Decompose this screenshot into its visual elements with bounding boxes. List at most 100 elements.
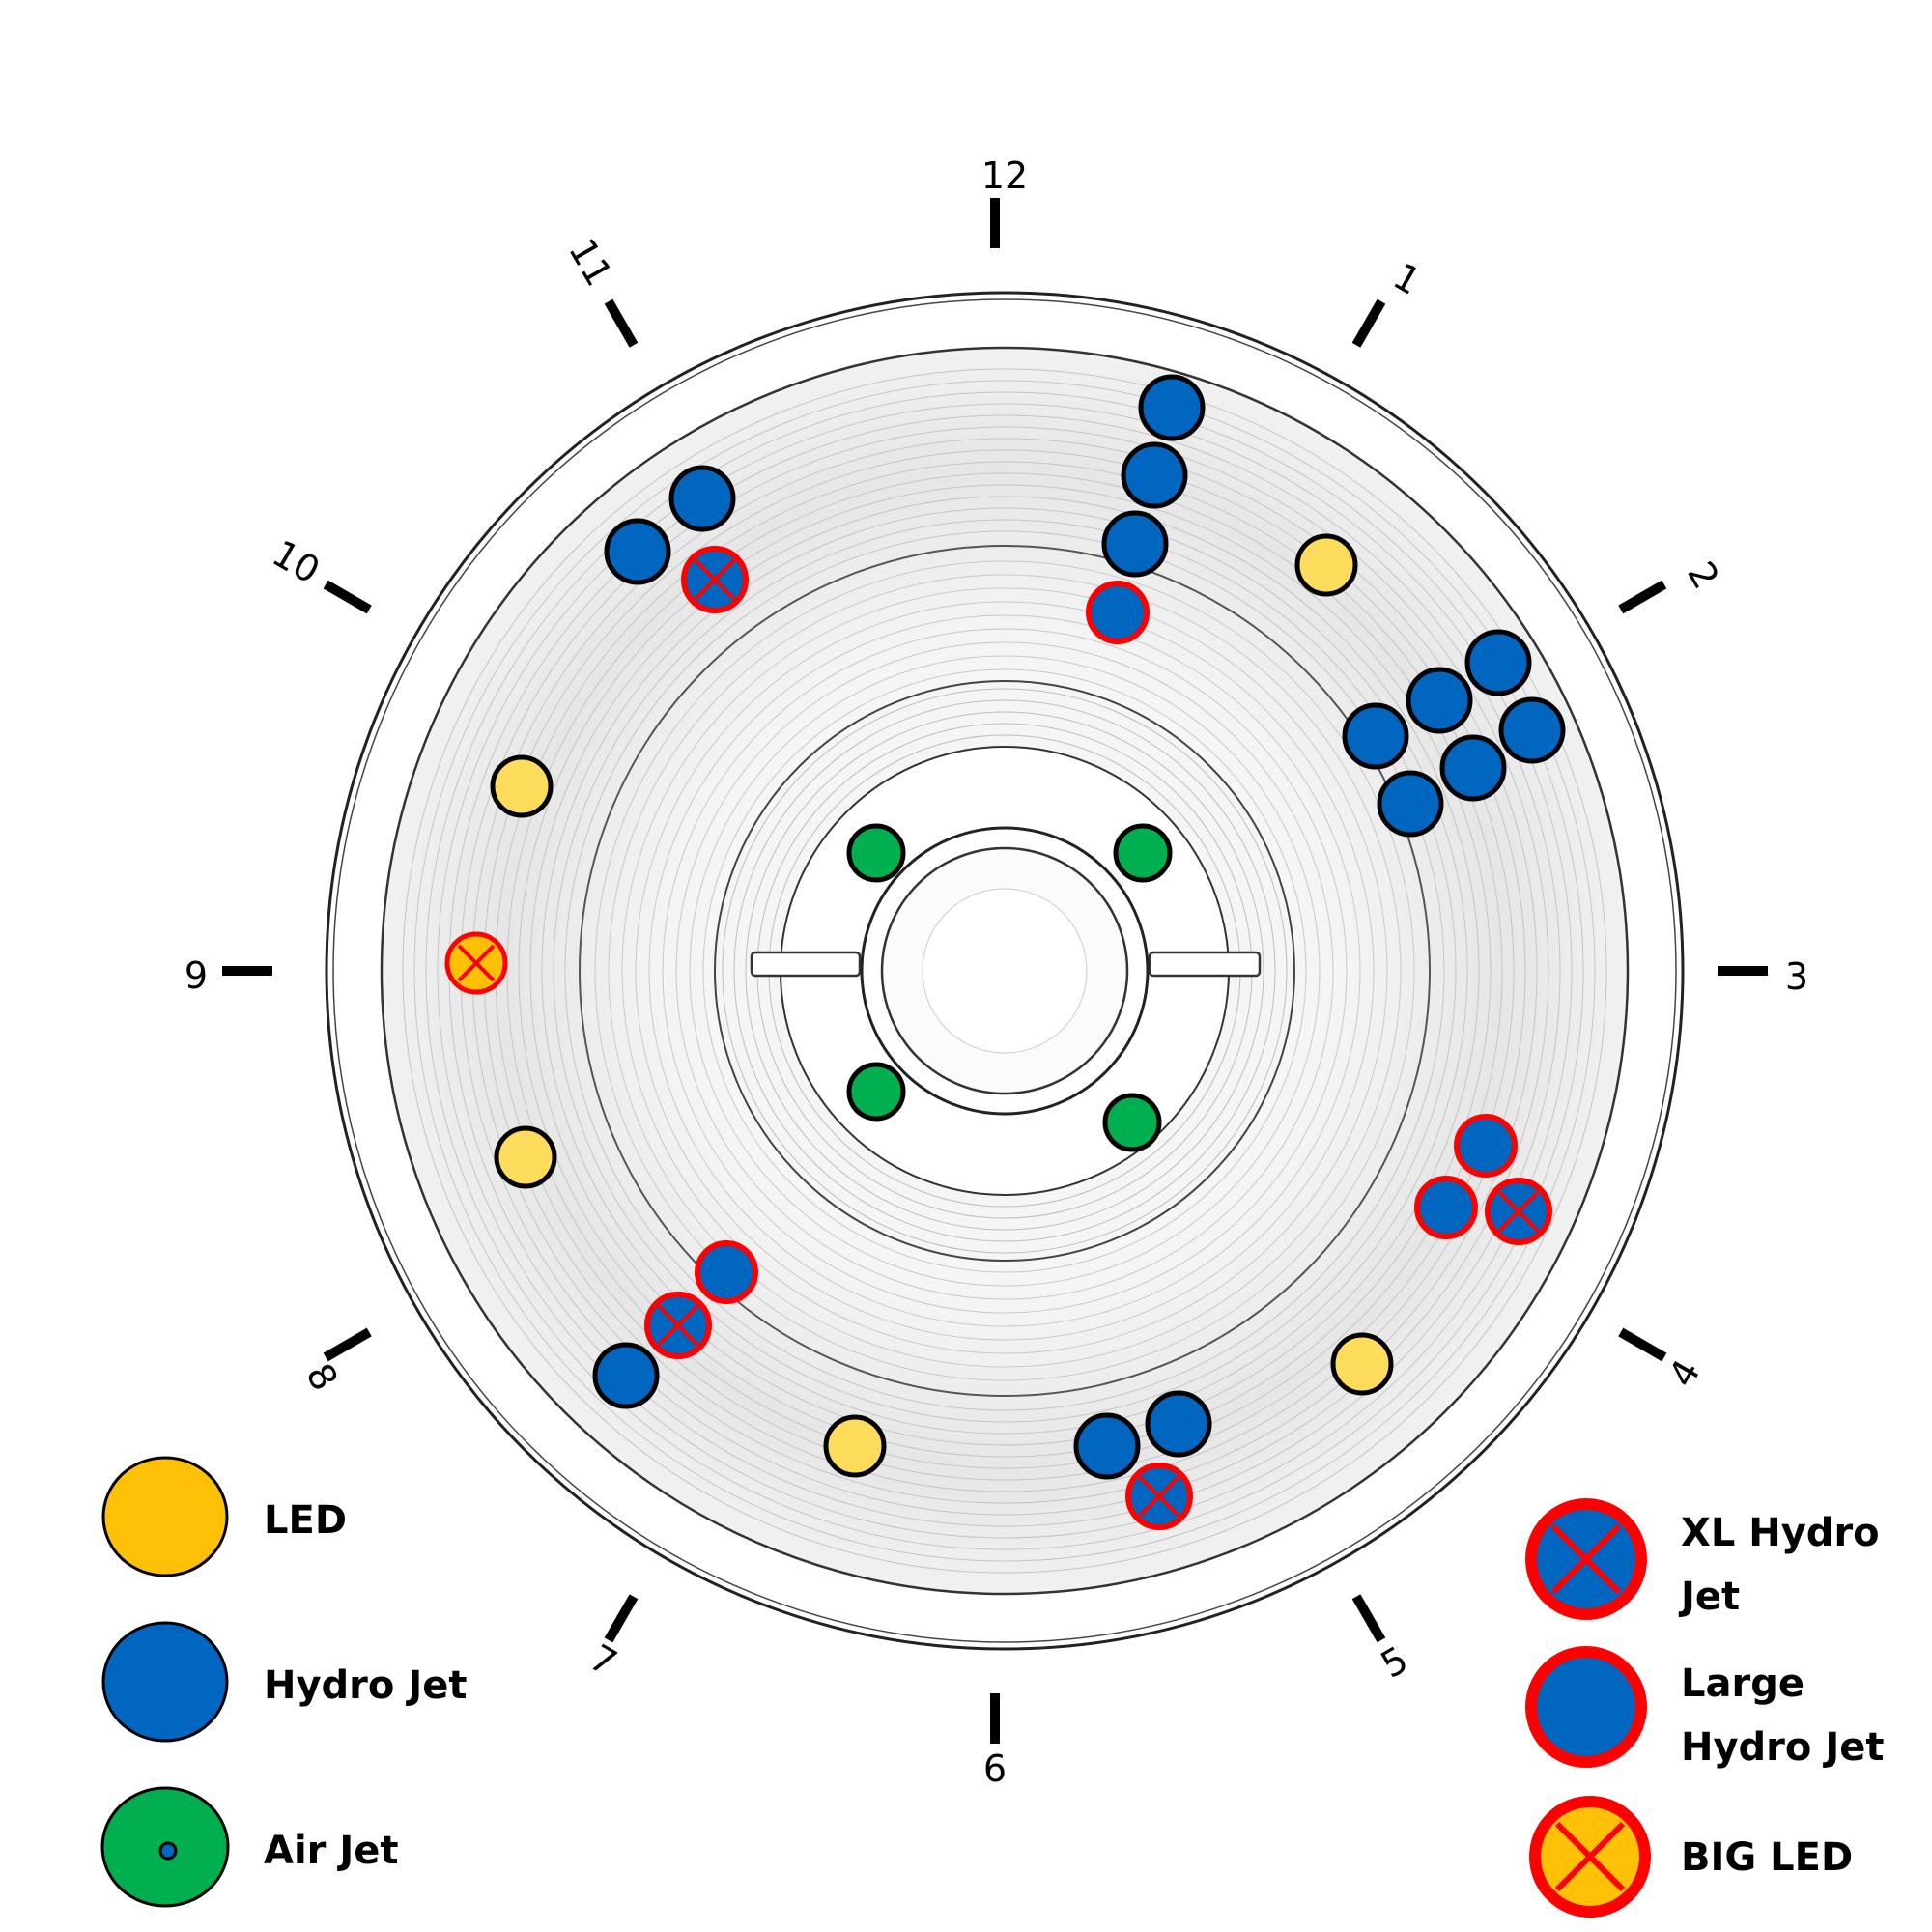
hydro-jet xyxy=(1464,629,1532,696)
basin-ring xyxy=(518,484,1492,1458)
led xyxy=(1330,1332,1394,1396)
hydro-jet xyxy=(1138,374,1206,441)
tub-drain-core xyxy=(922,888,1088,1054)
legend-led-icon xyxy=(101,1456,229,1577)
legend-big-led-label: BIG LED xyxy=(1681,1835,1854,1880)
basin-ring xyxy=(425,391,1584,1550)
drain-bar-right xyxy=(1148,951,1262,978)
hydro-jet xyxy=(1073,1412,1141,1480)
footwell-ring xyxy=(621,587,1388,1354)
air-jet xyxy=(1102,1093,1162,1152)
clock-tick-10 xyxy=(323,580,372,614)
large-hydro-jet xyxy=(1414,1176,1478,1239)
legend-xl-hydro-jet-icon xyxy=(1525,1498,1647,1620)
hydro-jet xyxy=(1145,1390,1212,1458)
footwell-ring xyxy=(745,711,1264,1231)
basin-ring xyxy=(506,472,1503,1469)
legend-large-hydro-jet-label-line2: Hydro Jet xyxy=(1681,1725,1885,1770)
clock-label-11: 11 xyxy=(560,232,620,294)
drain-bar-left xyxy=(750,951,862,978)
xl-hydro-jet xyxy=(681,546,749,613)
footwell-ring xyxy=(594,560,1415,1381)
hydro-jet xyxy=(1498,696,1566,764)
legend-xl-hydro-jet-label-line2: Jet xyxy=(1681,1575,1741,1619)
xl-hydro-jet xyxy=(644,1292,712,1359)
clock-ticks xyxy=(222,198,1768,1744)
clock-tick-1 xyxy=(1351,298,1386,348)
clock-label-1: 1 xyxy=(1386,255,1428,303)
clock-tick-5 xyxy=(1351,1594,1386,1643)
footwell-contour-rings xyxy=(594,560,1415,1381)
hydro-jet xyxy=(1406,667,1473,734)
big-led xyxy=(444,931,508,995)
clock-label-10: 10 xyxy=(266,532,327,592)
legend-air-jet-label: Air Jet xyxy=(264,1829,399,1873)
hydro-jets xyxy=(592,374,1566,1480)
clock-tick-8 xyxy=(323,1327,372,1362)
basin-ring xyxy=(529,496,1480,1446)
tub-seat-edge xyxy=(579,545,1431,1397)
basin-contour-rings xyxy=(402,368,1607,1574)
led xyxy=(490,754,554,818)
legend-hydro-jet-label: Hydro Jet xyxy=(264,1663,468,1708)
hydro-jet xyxy=(1101,510,1169,578)
hydro-jet xyxy=(1342,702,1409,770)
air-jet xyxy=(1113,823,1173,883)
xl-hydro-jet xyxy=(1485,1178,1552,1245)
legend-air-jet-dot xyxy=(158,1841,178,1861)
air-jets xyxy=(846,823,1173,1152)
footwell-ring xyxy=(733,699,1276,1242)
large-hydro-jet xyxy=(1454,1114,1518,1178)
clock-tick-2 xyxy=(1618,580,1667,614)
clock-label-9: 9 xyxy=(185,954,208,997)
footwell-ring xyxy=(662,628,1348,1314)
footwell-ring xyxy=(635,601,1375,1341)
air-jet xyxy=(846,823,906,883)
basin-ring xyxy=(541,507,1468,1435)
basin-ring xyxy=(402,368,1607,1574)
footwell-ring xyxy=(689,655,1321,1287)
legend-left-symbols xyxy=(100,1456,230,1908)
clock-label-6: 6 xyxy=(983,1747,1007,1790)
clock-tick-11 xyxy=(604,298,639,348)
legend-large-hydro-jet-label-line1: Large xyxy=(1681,1662,1804,1706)
clock-label-7: 7 xyxy=(582,1636,624,1685)
legend-xl-hydro-jet-label-line1: XL Hydro xyxy=(1681,1511,1880,1555)
footwell-ring xyxy=(702,668,1307,1273)
basin-ring xyxy=(437,403,1573,1539)
spa-tub xyxy=(325,291,1685,1651)
clock-label-2: 2 xyxy=(1679,554,1727,596)
clock-label-12: 12 xyxy=(981,155,1028,197)
footwell-ring xyxy=(648,614,1361,1327)
legend-led-label: LED xyxy=(264,1498,348,1543)
large-hydro-jet xyxy=(695,1240,758,1304)
led xyxy=(494,1125,557,1189)
hydro-jet xyxy=(1377,770,1444,838)
leds xyxy=(490,533,1394,1478)
legend-big-led-icon xyxy=(1529,1796,1651,1918)
clock-label-5: 5 xyxy=(1374,1638,1415,1687)
clock-tick-7 xyxy=(604,1594,639,1643)
clock-label-3: 3 xyxy=(1785,955,1808,998)
basin-ring xyxy=(413,380,1596,1562)
footwell-ring xyxy=(722,688,1288,1254)
hydro-jet xyxy=(604,518,671,585)
xl-hydro-jets xyxy=(644,546,1552,1530)
large-hydro-jets xyxy=(695,581,1518,1304)
xl-hydro-jet xyxy=(1125,1463,1193,1530)
legend-right-symbols xyxy=(1525,1498,1651,1918)
tub-rim-inner xyxy=(332,298,1677,1643)
basin-ring xyxy=(564,530,1445,1411)
hydro-jet xyxy=(1439,734,1507,802)
footwell-ring xyxy=(608,574,1402,1368)
legend-large-hydro-jet-icon xyxy=(1525,1646,1647,1768)
clock-label-4: 4 xyxy=(1661,1352,1709,1394)
hydro-jet xyxy=(668,465,736,532)
hydro-jet xyxy=(592,1342,660,1409)
hydro-jet xyxy=(1121,441,1188,509)
basin-ring xyxy=(553,519,1457,1423)
footwell-ring xyxy=(675,641,1334,1300)
large-hydro-jet xyxy=(1086,581,1150,644)
air-jet xyxy=(846,1062,906,1122)
